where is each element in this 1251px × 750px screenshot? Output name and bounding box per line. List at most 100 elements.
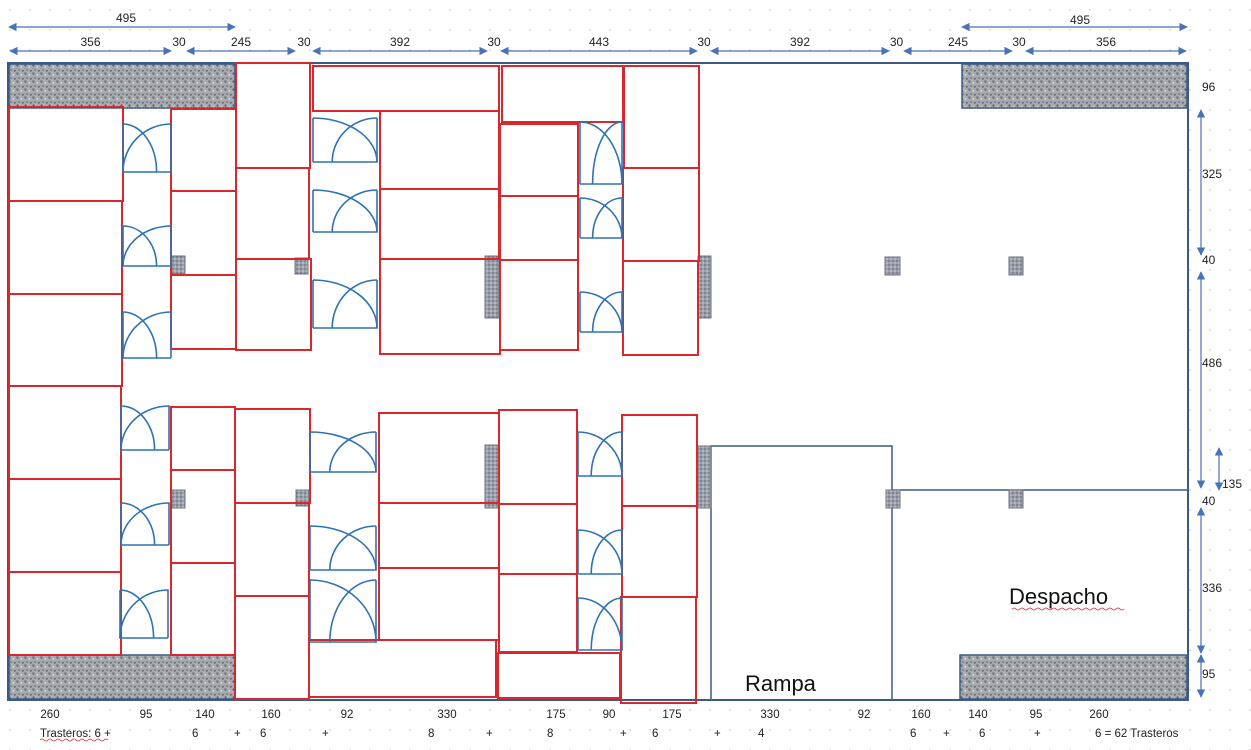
- door-swing: [122, 123, 172, 173]
- trasteros-count: +: [620, 728, 627, 740]
- bottom-dimension-label: 160: [261, 709, 280, 721]
- storage-unit[interactable]: [8, 571, 122, 656]
- top-dimensions: 495 495 356 30 245 30 392 30 443 30 392 30 245 30 35…: [8, 11, 1188, 56]
- storage-unit[interactable]: [308, 639, 497, 698]
- top-dimension-label: 30: [697, 35, 711, 49]
- trasteros-count: +: [234, 728, 241, 740]
- right-dimension-label: 96: [1202, 80, 1216, 94]
- top-dimension-label: 356: [1096, 35, 1116, 49]
- storage-unit[interactable]: [499, 259, 579, 351]
- right-dimension-label: 135: [1222, 477, 1242, 491]
- top-dimension-label: 30: [172, 35, 186, 49]
- door-swing: [312, 117, 378, 163]
- pillar: [697, 445, 712, 509]
- pillar: [484, 444, 500, 509]
- trasteros-count: 6: [192, 728, 198, 740]
- gravel-blocks: [8, 63, 1188, 700]
- door-swing: [119, 589, 169, 639]
- service-areas: [710, 445, 1188, 701]
- bottom-dimension-label: 330: [760, 709, 779, 721]
- trasteros-count: 6: [910, 728, 916, 740]
- rampa-area: [710, 445, 893, 701]
- door-swing: [579, 197, 623, 239]
- top-dimension-label: 30: [297, 35, 311, 49]
- door-swing: [309, 579, 377, 643]
- top-dimension-label: 245: [948, 35, 968, 49]
- right-dimension-label: 40: [1202, 253, 1216, 267]
- bottom-dimension-label: 95: [140, 709, 153, 721]
- pillar: [170, 489, 186, 509]
- top-dimension-label: 443: [589, 35, 609, 49]
- right-dimension-label: 325: [1202, 167, 1222, 181]
- door-swing: [577, 597, 623, 651]
- pillar: [697, 255, 712, 319]
- top-dimension-label: 30: [890, 35, 904, 49]
- spellcheck-underline: [1011, 607, 1125, 611]
- pillar: [1008, 256, 1024, 276]
- door-swing: [312, 279, 378, 329]
- bottom-dimension-label: 140: [968, 709, 987, 721]
- gravel-block-top-right: [961, 63, 1188, 109]
- door-swing: [577, 529, 623, 575]
- pillar: [294, 257, 309, 275]
- door-swing: [120, 502, 170, 546]
- bottom-dimension-label: 140: [195, 709, 214, 721]
- door-swing: [120, 405, 170, 451]
- door-swing: [122, 311, 172, 359]
- rampa-label: Rampa: [745, 671, 817, 696]
- top-dimension-label: 245: [231, 35, 251, 49]
- trasteros-count: 8: [428, 728, 434, 740]
- trasteros-count: +: [1034, 728, 1041, 740]
- top-dimension-label: 356: [80, 35, 100, 49]
- bottom-dimension-label: 260: [1089, 709, 1108, 721]
- trasteros-row: Trasteros: 6 + 6 +6 +8 +8 +6 +4 6 +6 +6 = 62 Tra…: [39, 728, 1179, 742]
- door-swing: [309, 525, 377, 571]
- trasteros-count: 6 = 62 Trasteros: [1095, 728, 1179, 740]
- dimension-495-left: 495: [116, 11, 136, 25]
- top-dimension-label: 392: [390, 35, 410, 49]
- trasteros-count: 4: [758, 728, 765, 740]
- building-outline: [7, 62, 1189, 701]
- bottom-dimension-label: 90: [603, 709, 616, 721]
- trasteros-count: +: [322, 728, 329, 740]
- gravel-block-bottom-right: [959, 654, 1188, 700]
- right-dimension-label: 336: [1202, 581, 1222, 595]
- pillar: [170, 255, 186, 275]
- pillar: [884, 256, 901, 276]
- bottom-dimension-label: 175: [662, 709, 681, 721]
- door-swing: [577, 431, 623, 477]
- trasteros-count: +: [486, 728, 493, 740]
- trasteros-count: +: [714, 728, 721, 740]
- right-dimension-label: 40: [1202, 494, 1216, 508]
- trasteros-count: 6: [260, 728, 266, 740]
- pillar: [484, 255, 500, 319]
- pillar: [1008, 489, 1024, 509]
- top-dimension-label: 30: [487, 35, 501, 49]
- top-dimension-label: 30: [1012, 35, 1026, 49]
- door-swing: [312, 189, 378, 233]
- bottom-dimension-label: 330: [437, 709, 456, 721]
- trasteros-count: 8: [547, 728, 553, 740]
- bottom-dimension-label: 260: [40, 709, 59, 721]
- bottom-dimension-label: 95: [1030, 709, 1043, 721]
- top-dimension-label: 392: [790, 35, 810, 49]
- right-dimension-label: 95: [1202, 667, 1216, 681]
- storage-unit[interactable]: [235, 258, 312, 351]
- trasteros-count: 6: [979, 728, 985, 740]
- trasteros-label: Trasteros: 6 +: [40, 728, 111, 740]
- bottom-dimension-label: 175: [546, 709, 565, 721]
- gravel-block-top-left: [8, 63, 236, 109]
- storage-unit[interactable]: [622, 260, 699, 356]
- dimension-495-right: 495: [1070, 13, 1090, 27]
- door-swing: [122, 225, 172, 267]
- trasteros-count: 6: [652, 728, 658, 740]
- trasteros-count: +: [943, 728, 950, 740]
- door-swing: [579, 121, 623, 185]
- door-swing: [579, 291, 623, 333]
- bottom-dimension-label: 160: [911, 709, 930, 721]
- pillar: [885, 489, 901, 509]
- bottom-dimension-label: 92: [341, 709, 354, 721]
